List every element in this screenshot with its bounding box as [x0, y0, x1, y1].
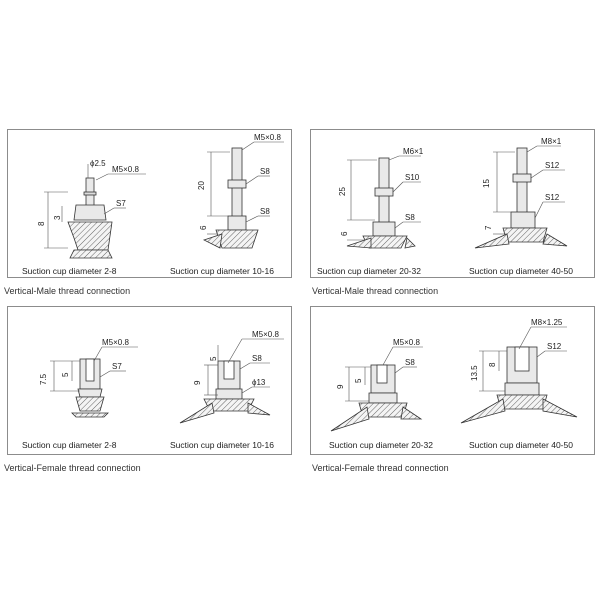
panel-caption-male-1: Vertical-Male thread connection [4, 286, 131, 296]
item-label-20-32: Suction cup diameter 20-32 [317, 266, 421, 276]
panel-male-large: M6×1 S10 S8 25 6 Suction cup diameter 20… [310, 129, 595, 278]
drawing-male-2-8 [44, 164, 146, 259]
dim-5-b: 5 [209, 356, 218, 361]
item-label-40-50-f: Suction cup diameter 40-50 [469, 440, 573, 450]
callout-s8: S8 [260, 167, 270, 176]
callout-s8-e: S8 [405, 358, 415, 367]
drawing-male-small: ϕ2.5 M5×0.8 S7 8 3 Suction cup diameter … [22, 133, 284, 276]
drawing-male-40-50 [474, 145, 568, 249]
panel-female-small: M5×0.8 S7 7.5 5 Suction cup diameter 2-8… [7, 306, 292, 455]
dim-5: 5 [61, 372, 70, 377]
dim-15: 15 [482, 179, 491, 188]
panel-male-small: ϕ2.5 M5×0.8 S7 8 3 Suction cup diameter … [7, 129, 292, 278]
callout-m5-e: M5×0.8 [393, 338, 420, 347]
dim-3: 3 [53, 215, 62, 220]
dim-6-b: 6 [340, 231, 349, 236]
panel-caption-female-1: Vertical-Female thread connection [4, 463, 141, 473]
dim-13-5: 13.5 [470, 365, 479, 381]
drawing-female-10-16 [179, 338, 284, 424]
panel-caption-male-2: Vertical-Male thread connection [312, 286, 439, 296]
drawing-male-large: M6×1 S10 S8 25 6 Suction cup diameter 20… [317, 137, 573, 276]
callout-m6: M6×1 [403, 147, 424, 156]
callout-m5-c: M5×0.8 [102, 338, 129, 347]
drawing-female-20-32 [330, 346, 423, 432]
dim-8: 8 [37, 221, 46, 226]
dim-25: 25 [338, 187, 347, 196]
callout-s12-c: S12 [547, 342, 562, 351]
drawing-female-large: M5×0.8 S8 5 9 Suction cup diameter 20-32… [329, 318, 578, 450]
dim-8-b: 8 [488, 362, 497, 367]
callout-phi13: ϕ13 [252, 378, 266, 387]
callout-s7-b: S7 [112, 362, 122, 371]
callout-s12-b: S12 [545, 193, 560, 202]
dim-9: 9 [193, 380, 202, 385]
drawing-female-small: M5×0.8 S7 7.5 5 Suction cup diameter 2-8… [22, 330, 284, 450]
panel-female-large: M5×0.8 S8 5 9 Suction cup diameter 20-32… [310, 306, 595, 455]
item-label-10-16-f: Suction cup diameter 10-16 [170, 440, 274, 450]
callout-m5: M5×0.8 [112, 165, 139, 174]
dim-6: 6 [199, 225, 208, 230]
callout-s7: S7 [116, 199, 126, 208]
callout-m8-1-25: M8×1.25 [531, 318, 563, 327]
dim-9-b: 9 [336, 384, 345, 389]
callout-s8-b: S8 [260, 207, 270, 216]
callout-phi2-5: ϕ2.5 [90, 159, 106, 168]
item-label-40-50: Suction cup diameter 40-50 [469, 266, 573, 276]
callout-m5-b: M5×0.8 [254, 133, 281, 142]
dim-5-c: 5 [354, 378, 363, 383]
callout-m5-d: M5×0.8 [252, 330, 279, 339]
dim-7: 7 [484, 225, 493, 230]
callout-s12: S12 [545, 161, 560, 170]
item-label-2-8: Suction cup diameter 2-8 [22, 266, 117, 276]
callout-m8: M8×1 [541, 137, 562, 146]
drawing-male-20-32 [346, 155, 421, 249]
drawing-female-2-8 [50, 346, 138, 418]
item-label-2-8-f: Suction cup diameter 2-8 [22, 440, 117, 450]
dim-20: 20 [197, 181, 206, 190]
callout-s8-c: S8 [405, 213, 415, 222]
panel-caption-female-2: Vertical-Female thread connection [312, 463, 449, 473]
callout-s8-d: S8 [252, 354, 262, 363]
drawing-male-10-16 [202, 141, 284, 249]
callout-s10: S10 [405, 173, 420, 182]
item-label-10-16: Suction cup diameter 10-16 [170, 266, 274, 276]
dim-7-5: 7.5 [39, 373, 48, 385]
drawing-female-40-50 [460, 326, 578, 424]
item-label-20-32-f: Suction cup diameter 20-32 [329, 440, 433, 450]
